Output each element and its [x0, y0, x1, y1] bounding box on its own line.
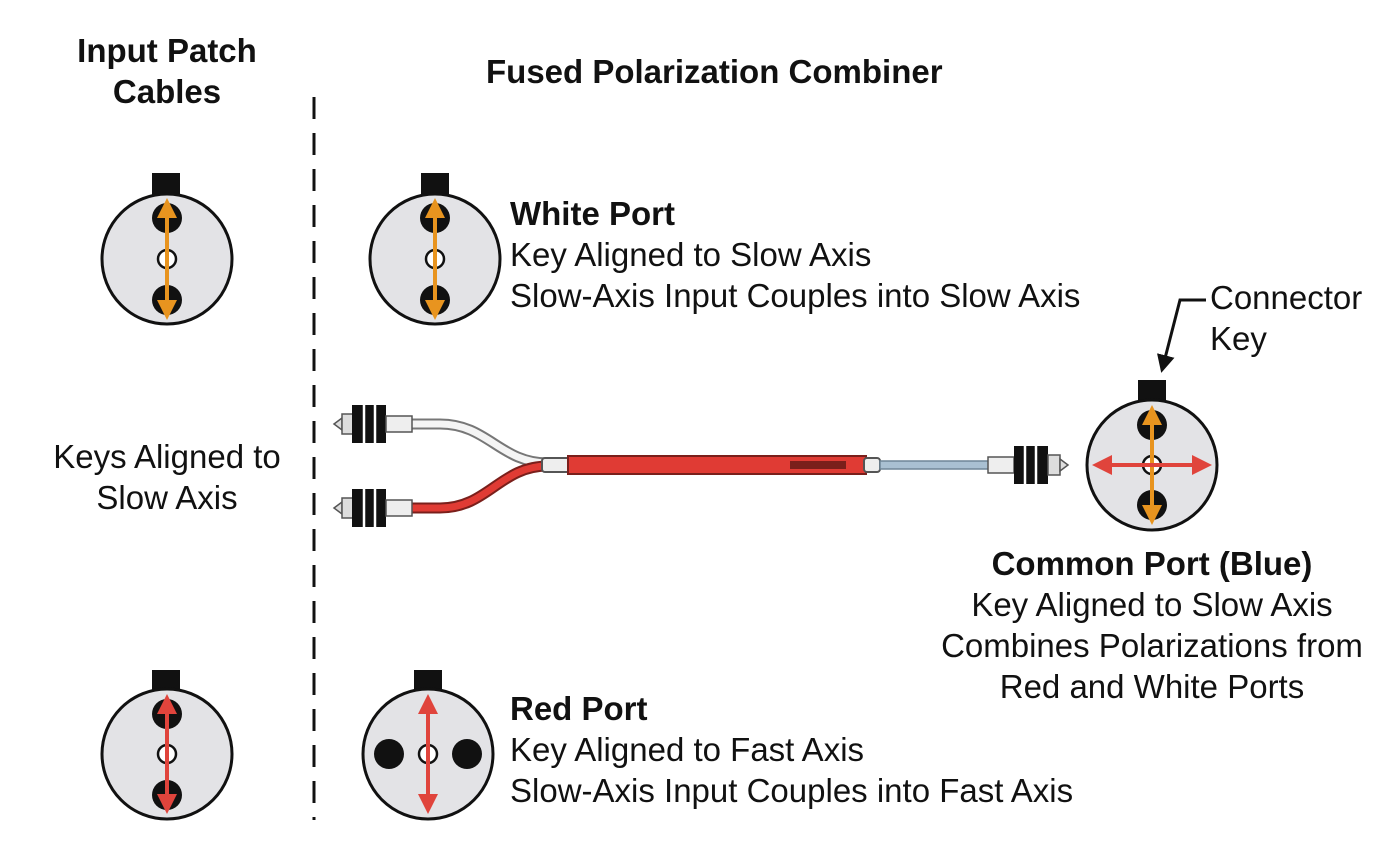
white-port-title: White Port — [510, 195, 675, 232]
input-cable-bottom-connector — [100, 670, 234, 821]
keys-aligned-label: Keys Aligned to Slow Axis — [40, 436, 294, 518]
connector-key-label: Connector Key — [1210, 277, 1362, 359]
red-port-line2: Slow-Axis Input Couples into Fast Axis — [510, 772, 1074, 809]
fiber-assembly — [410, 418, 991, 514]
input-patch-cables-heading: Input Patch Cables — [50, 30, 284, 112]
combiner-heading: Fused Polarization Combiner — [486, 51, 943, 92]
white-port-label: White Port Key Aligned to Slow Axis Slow… — [510, 193, 1080, 316]
connector-key-pointer — [1157, 298, 1206, 373]
white-port-connector — [368, 173, 502, 326]
red-fiber-end-connector — [332, 489, 413, 527]
common-port-line3: Red and White Ports — [999, 668, 1305, 705]
combiner-heading-text: Fused Polarization Combiner — [486, 53, 943, 90]
connector-key-line1: Connector — [1210, 279, 1363, 316]
input-heading-line1: Input Patch — [77, 32, 257, 69]
common-port-title: Common Port (Blue) — [991, 545, 1313, 582]
common-fiber-end-connector — [987, 446, 1070, 484]
white-fiber-end-connector — [332, 405, 413, 443]
white-port-line2: Slow-Axis Input Couples into Slow Axis — [510, 277, 1081, 314]
white-port-line1: Key Aligned to Slow Axis — [510, 236, 872, 273]
red-port-connector — [361, 670, 495, 821]
common-port-connector — [1085, 380, 1219, 532]
blue-output-fiber — [879, 460, 991, 470]
input-cable-top-connector — [100, 173, 234, 326]
keys-aligned-line2: Slow Axis — [96, 479, 238, 516]
red-port-line1: Key Aligned to Fast Axis — [510, 731, 865, 768]
red-port-title: Red Port — [510, 690, 648, 727]
input-heading-line2: Cables — [112, 73, 222, 110]
keys-aligned-line1: Keys Aligned to — [53, 438, 281, 475]
common-port-line2: Combines Polarizations from — [941, 627, 1363, 664]
red-port-label: Red Port Key Aligned to Fast Axis Slow-A… — [510, 688, 1073, 811]
common-port-line1: Key Aligned to Slow Axis — [971, 586, 1333, 623]
common-port-label: Common Port (Blue) Key Aligned to Slow A… — [926, 543, 1378, 707]
connector-key-line2: Key — [1210, 320, 1267, 357]
